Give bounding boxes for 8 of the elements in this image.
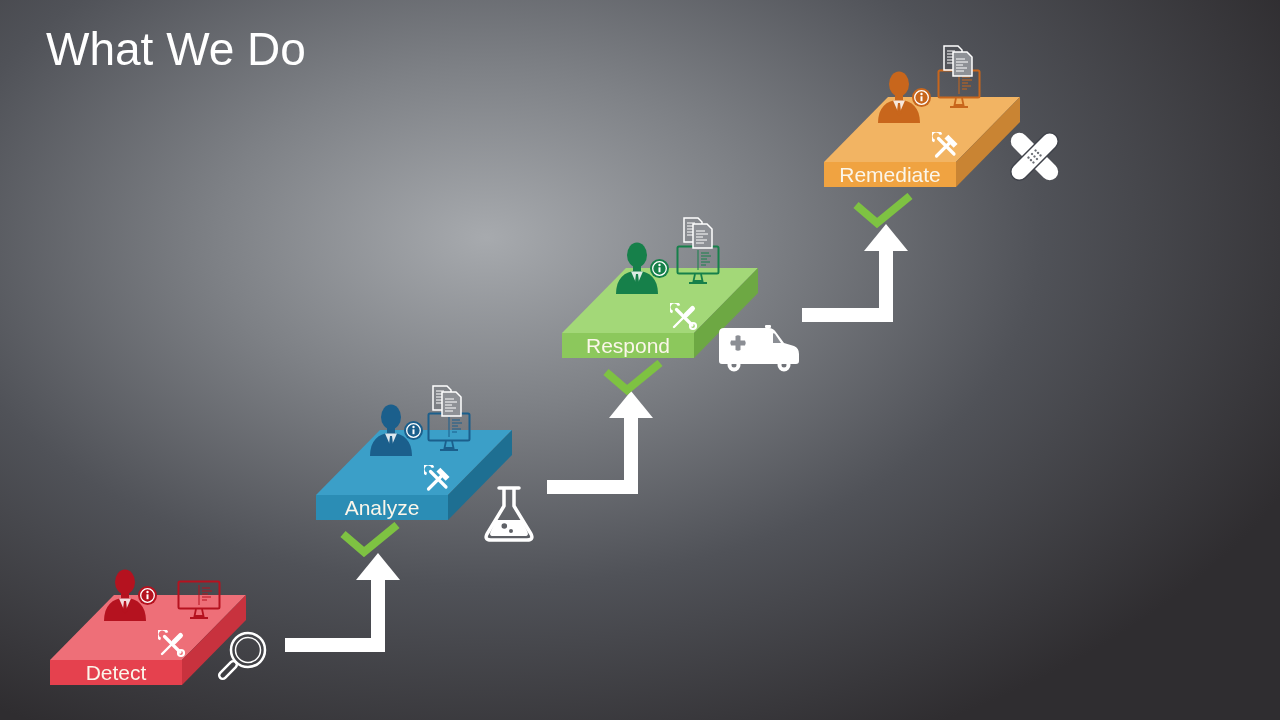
arrow [285,553,400,652]
step-label: Respond [585,335,671,356]
step-label: Detect [85,662,147,683]
step-label: Remediate [839,164,941,185]
slide-title: What We Do [46,26,306,72]
arrow [547,391,653,494]
step-label: Analyze [344,497,420,518]
arrow [802,224,908,322]
